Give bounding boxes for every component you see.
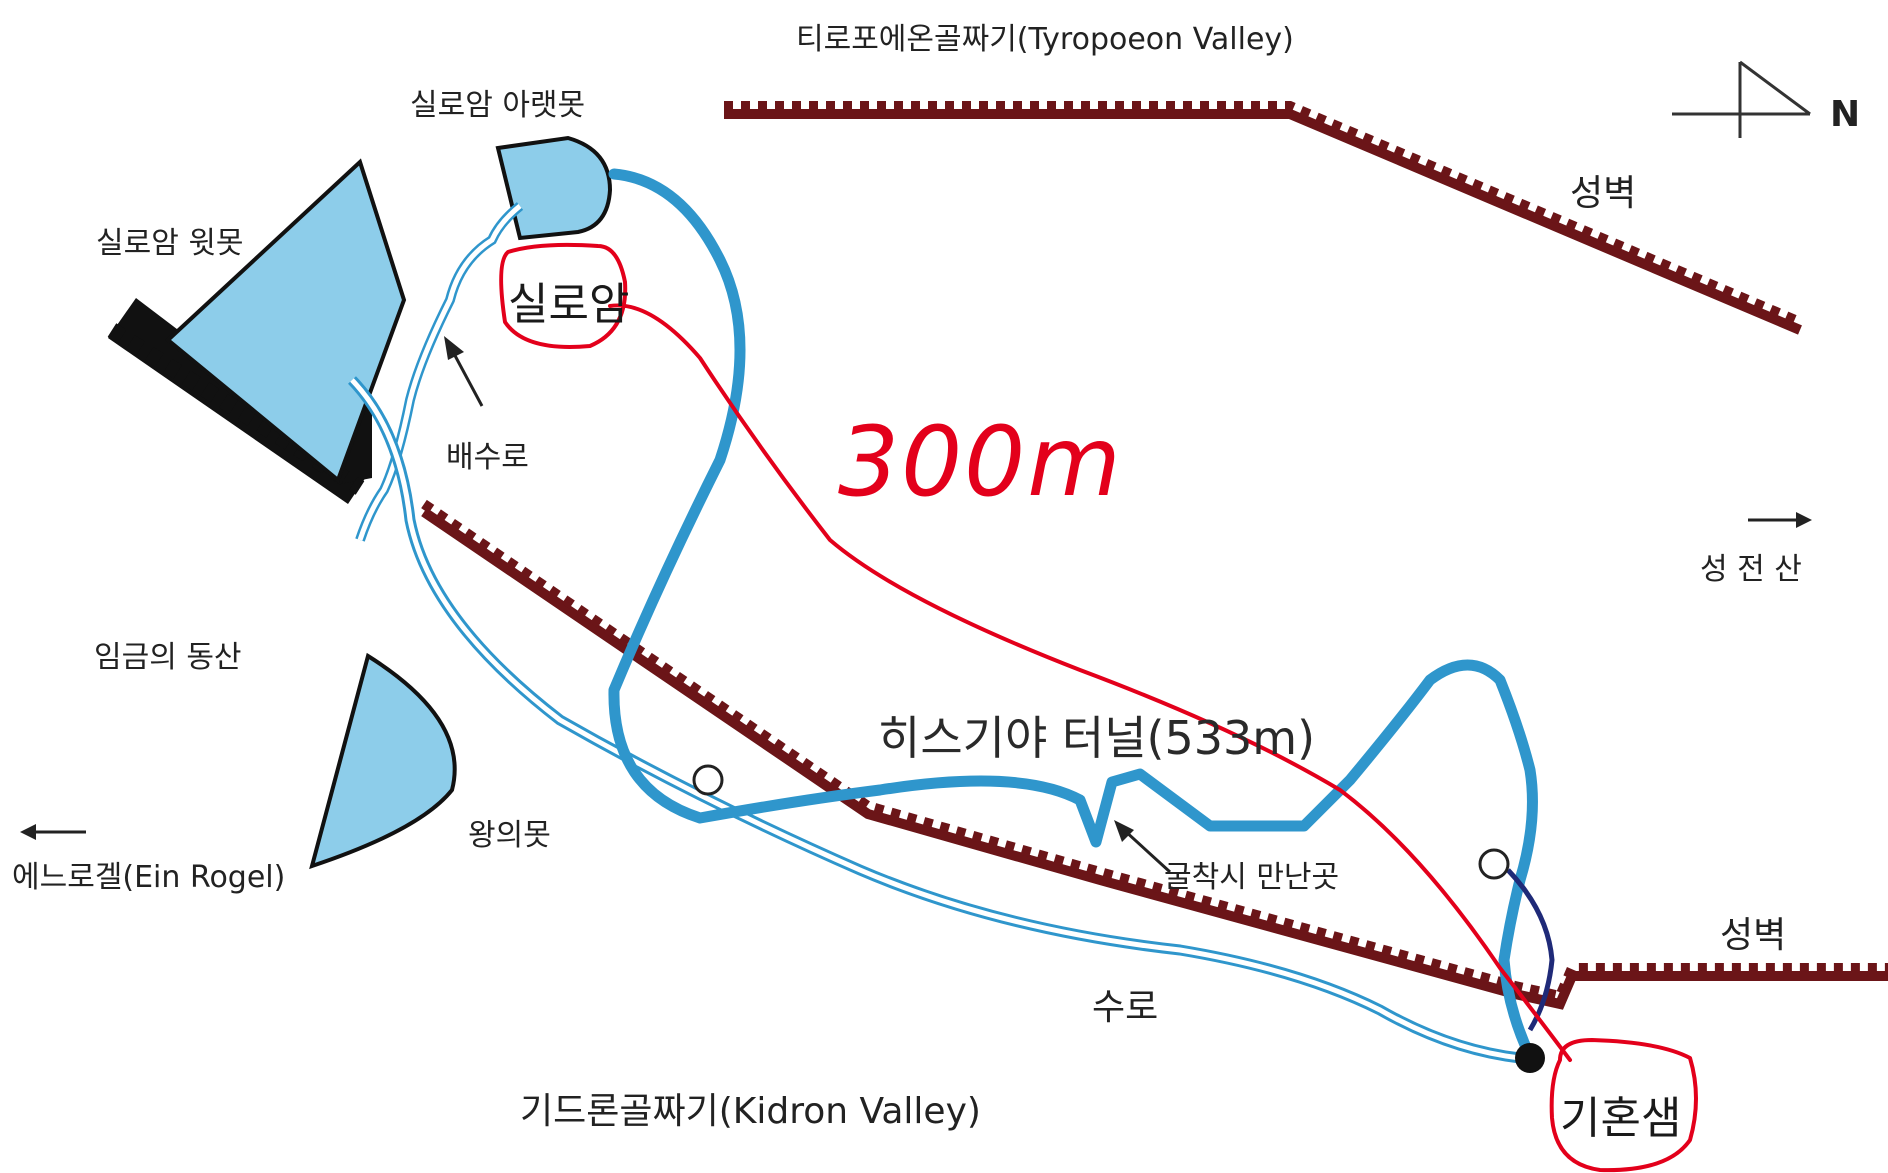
upper-pool-of-siloam <box>164 158 407 484</box>
meeting-point-arrow <box>1114 820 1172 874</box>
drain-label: 배수로 <box>446 440 529 475</box>
gihon-circle <box>1549 1038 1698 1173</box>
wall-label-upper: 성벽 <box>1570 173 1637 214</box>
meeting-point-label: 굴착시 만난곳 <box>1164 860 1340 895</box>
hezekiah-tunnel-label: 히스기야 터널(533m) <box>878 711 1316 765</box>
shaft-marker-west <box>692 764 724 796</box>
distance-line <box>608 303 1572 1062</box>
shaft-marker-east <box>1478 848 1510 880</box>
temple-mount-label: 성 전 산 <box>1700 552 1802 587</box>
kidron-valley-label: 기드론골짜기(Kidron Valley) <box>520 1091 981 1132</box>
city-wall-upper <box>724 101 1802 335</box>
wall-label-lower: 성벽 <box>1720 915 1787 956</box>
kings-pool-label: 왕의못 <box>468 818 551 853</box>
north-arrow-icon <box>1672 60 1811 138</box>
channel-label: 수로 <box>1092 987 1159 1028</box>
siloam-circle <box>499 242 628 349</box>
ein-rogel-arrow <box>20 824 86 840</box>
kings-pool <box>309 652 457 870</box>
gihon-label: 기혼샘 <box>1560 1093 1682 1144</box>
lower-pool-label: 실로암 아랫못 <box>410 88 586 123</box>
siloam-label: 실로암 <box>508 279 630 330</box>
upper-pool-label: 실로암 윗못 <box>96 226 244 261</box>
water-channel <box>348 376 1521 1064</box>
lower-pool-of-siloam <box>495 135 613 241</box>
kings-garden-label: 임금의 동산 <box>94 640 242 675</box>
temple-mount-arrow <box>1748 512 1812 528</box>
red-annotations <box>499 242 1698 1173</box>
gihon-spring-marker <box>1515 1043 1545 1073</box>
ein-rogel-label: 에느로겔(Ein Rogel) <box>12 860 286 895</box>
tunnel-branch <box>1506 868 1555 1032</box>
north-label: N <box>1830 94 1861 135</box>
drain-channel <box>355 202 524 542</box>
hezekiah-tunnel <box>608 168 1538 1062</box>
tyropoeon-valley-label: 티로포에온골짜기(Tyropoeon Valley) <box>796 22 1294 57</box>
drain-pointer-arrow <box>444 336 484 407</box>
distance-label: 300m <box>838 406 1123 518</box>
